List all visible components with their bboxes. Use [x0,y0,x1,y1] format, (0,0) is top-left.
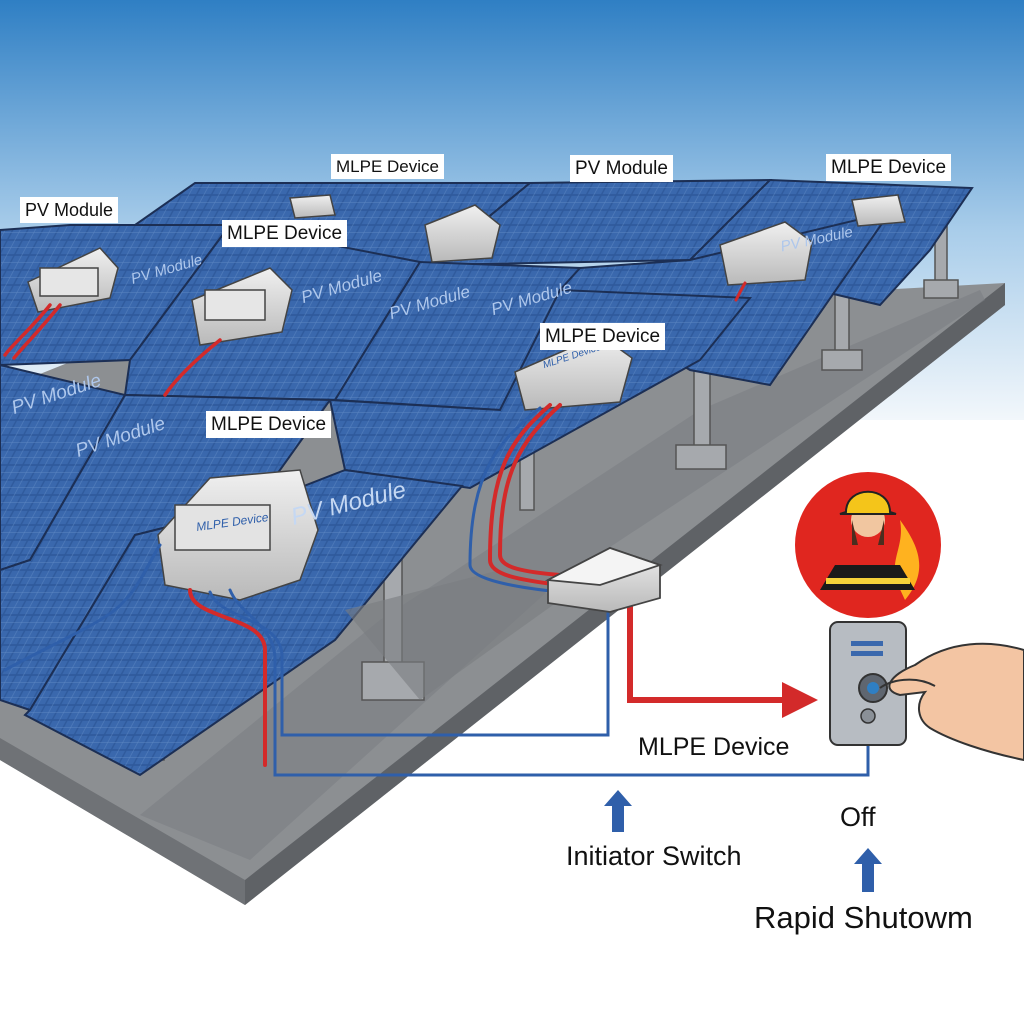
arrow-up-icon [854,848,882,892]
mlpe-device-label: MLPE Device [222,220,348,247]
mlpe-device-icon [424,204,501,263]
mlpe-device-annotation: MLPE Device [638,733,790,761]
hand-icon [879,642,1024,762]
mlpe-device-label: MLPE Device [540,323,666,350]
mlpe-device-icon [191,267,293,346]
mlpe-device-icon [157,469,319,601]
mlpe-device-label: MLPE Device [206,411,332,438]
mlpe-device-label: MLPE Device [331,154,444,179]
rapid-shutdown-label: Rapid Shutowm [754,900,973,935]
mlpe-device-icon [719,221,813,286]
junction-box-icon [544,547,663,613]
mlpe-device-icon [851,194,906,227]
shutdown-switch-icon [829,621,907,746]
initiator-switch-label: Initiator Switch [566,841,742,871]
mlpe-device-label: MLPE Device [826,154,952,181]
off-label: Off [840,802,876,832]
pv-module-label: PV Module [20,197,119,223]
arrow-up-icon [604,790,632,832]
dc-wires [3,281,818,767]
pv-module-label: PV Module [570,155,673,182]
mlpe-device-icon [289,194,336,219]
signal-wires [3,406,870,777]
firefighter-icon [795,472,941,618]
mlpe-device-icon [27,247,119,313]
